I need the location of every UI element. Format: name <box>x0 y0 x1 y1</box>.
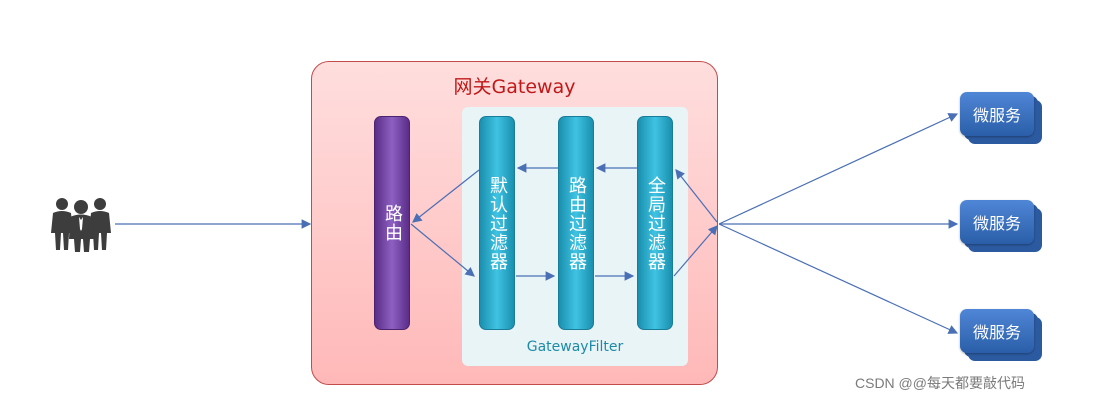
arrow-global-to-hub <box>673 225 718 277</box>
watermark-text: CSDN @@每天都要敲代码 <box>855 375 1025 391</box>
route-filter-block: 路由过滤器 <box>558 116 594 330</box>
microservice-node: 微服务 <box>960 200 1034 244</box>
arrow-route-to-default-filter <box>410 223 475 277</box>
gateway-title: 网关Gateway <box>453 76 576 98</box>
microservice-label: 微服务 <box>972 106 1021 125</box>
microservice-node: 微服务 <box>960 309 1034 353</box>
default-filter-block: 默认过滤器 <box>479 116 515 330</box>
arrow-hub-to-global-filter <box>675 169 718 223</box>
microservice-label: 微服务 <box>972 323 1021 342</box>
microservice-label: 微服务 <box>972 214 1021 233</box>
gateway-filter-label: GatewayFilter <box>526 339 624 355</box>
arrow-hub-to-service-3 <box>718 223 959 334</box>
global-filter-block: 全局过滤器 <box>637 116 673 330</box>
route-block: 路由 <box>374 116 410 330</box>
arrow-default-to-route <box>412 169 480 223</box>
route-label: 路由 <box>382 204 403 242</box>
users-group-icon <box>51 198 111 252</box>
microservice-node: 微服务 <box>960 92 1034 136</box>
route-filter-label: 路由过滤器 <box>566 175 587 271</box>
arrow-hub-to-service-1 <box>718 113 959 225</box>
global-filter-label: 全局过滤器 <box>645 175 666 271</box>
default-filter-label: 默认过滤器 <box>487 175 508 271</box>
